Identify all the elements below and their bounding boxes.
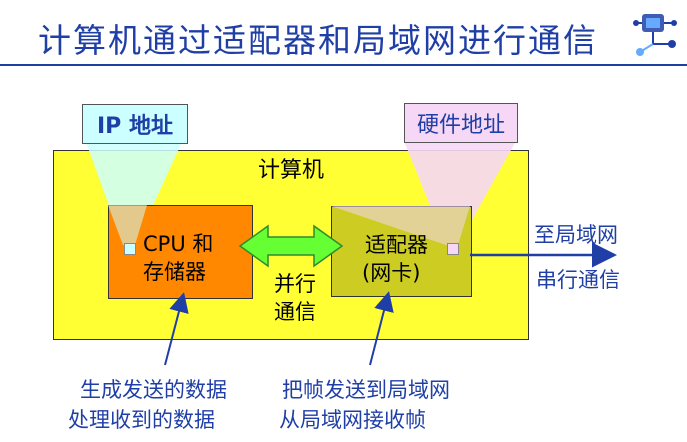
serial-comm-label: 串行通信 [536, 268, 620, 292]
ip-address-marker [124, 243, 136, 255]
computer-label: 计算机 [258, 158, 325, 183]
hardware-address-box: 硬件地址 [404, 103, 518, 143]
to-lan-label: 至局域网 [534, 223, 618, 247]
adapter-note-line1: 把帧发送到局域网 [282, 378, 450, 402]
ip-address-beam [86, 142, 182, 245]
adapter-note-line2: 从局域网接收帧 [279, 408, 426, 432]
cpu-label-line1: CPU 和 [143, 232, 214, 256]
cpu-note-line2: 处理收到的数据 [68, 408, 215, 432]
adapter-label-line1: 适配器 [365, 233, 428, 257]
diagram-title: 计算机通过适配器和局域网进行通信 [38, 21, 598, 60]
title-divider [0, 64, 687, 66]
parallel-label-line1: 并行 [274, 272, 316, 296]
parallel-label-line2: 通信 [274, 300, 316, 324]
adapter-label-line2: (网卡) [362, 261, 421, 285]
circuit-chip-icon [633, 14, 677, 56]
ip-address-box: IP 地址 [82, 104, 188, 144]
cpu-note-line1: 生成发送的数据 [80, 378, 227, 402]
hardware-address-beam [404, 141, 516, 245]
hardware-address-marker [447, 243, 459, 255]
cpu-label-line2: 存储器 [143, 260, 206, 284]
